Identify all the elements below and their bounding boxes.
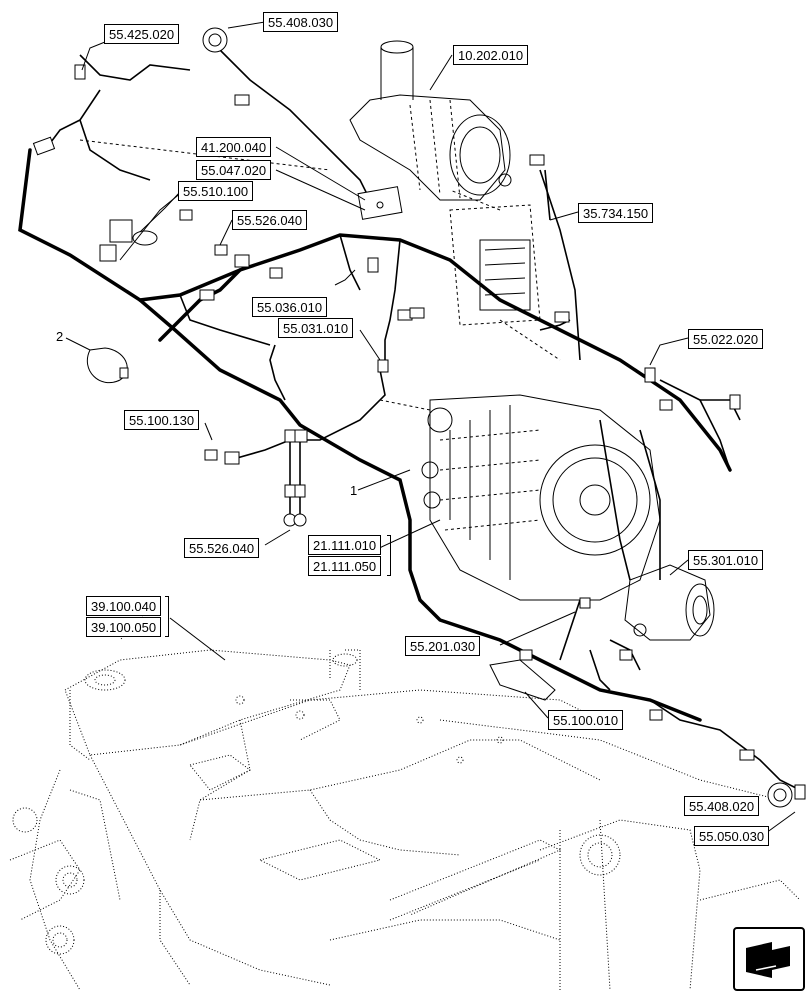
callout-55-425-020[interactable]: 55.425.020 (104, 24, 180, 44)
callout-55-047-020[interactable]: 55.047.020 (196, 160, 272, 180)
callout-21-111-050[interactable]: 21.111.050 (308, 556, 382, 576)
callout-55-408-030[interactable]: 55.408.030 (263, 12, 339, 32)
leader-lines (65, 21, 796, 834)
bracket-39-100 (165, 596, 169, 637)
callout-41-200-040[interactable]: 41.200.040 (196, 137, 272, 157)
callout-35-734-150[interactable]: 35.734.150 (578, 203, 654, 223)
callout-21-111-010[interactable]: 21.111.010 (308, 535, 382, 555)
direction-arrow-icon (733, 927, 805, 991)
callout-55-301-010[interactable]: 55.301.010 (688, 550, 764, 570)
callout-55-526-040-bottom[interactable]: 55.526.040 (184, 538, 260, 558)
connectors (32, 27, 806, 808)
group-lines (79, 139, 561, 411)
callout-55-510-100[interactable]: 55.510.100 (178, 181, 254, 201)
callout-10-202-010[interactable]: 10.202.010 (453, 45, 529, 65)
callout-55-100-010[interactable]: 55.100.010 (548, 710, 624, 730)
fuse-block (449, 204, 541, 326)
callout-55-022-020[interactable]: 55.022.020 (688, 329, 764, 349)
callout-55-050-030[interactable]: 55.050.030 (694, 826, 770, 846)
callout-55-036-010[interactable]: 55.036.010 (252, 297, 328, 317)
callout-55-100-130[interactable]: 55.100.130 (124, 410, 200, 430)
callout-39-100-040[interactable]: 39.100.040 (86, 596, 162, 616)
bracket-21-111 (387, 535, 391, 576)
transmission (421, 394, 661, 601)
starter-motor (624, 564, 715, 641)
callout-55-526-040-top[interactable]: 55.526.040 (232, 210, 308, 230)
callout-55-201-030[interactable]: 55.201.030 (405, 636, 481, 656)
callout-39-100-050[interactable]: 39.100.050 (86, 617, 162, 637)
main-harness (18, 49, 801, 791)
chassis-frame (9, 599, 801, 991)
air-filter-assembly (349, 40, 512, 201)
item-number-2[interactable]: 2 (56, 329, 64, 344)
callout-55-408-020[interactable]: 55.408.020 (684, 796, 760, 816)
item-number-1[interactable]: 1 (350, 483, 358, 498)
callout-55-031-010[interactable]: 55.031.010 (278, 318, 354, 338)
